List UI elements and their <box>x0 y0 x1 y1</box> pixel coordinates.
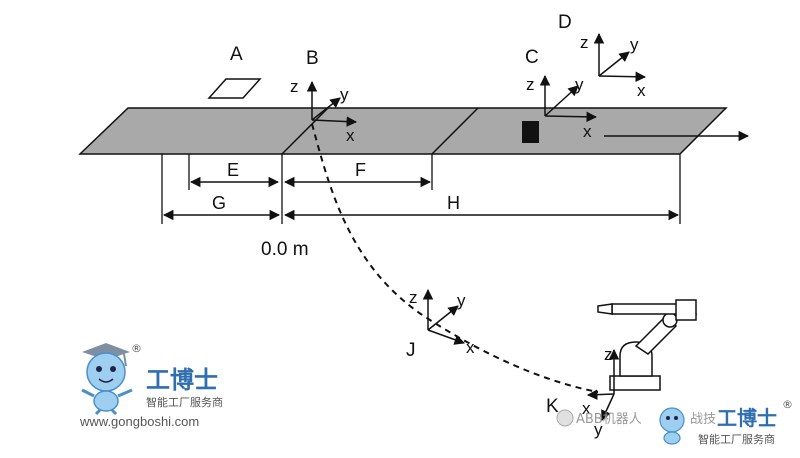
frame-c-y: y <box>575 75 584 94</box>
frame-c-x: x <box>583 122 592 141</box>
frame-j-y: y <box>457 291 466 310</box>
object-a-shape <box>207 78 262 99</box>
registered-mark: ® <box>131 342 142 355</box>
logo-subtitle-small: 智能工厂服务商 <box>698 432 775 446</box>
frame-c: z y x <box>526 74 598 141</box>
frame-j-z: z <box>409 288 418 307</box>
label-e: E <box>227 160 239 180</box>
label-f: F <box>355 160 366 180</box>
frame-k-z: z <box>604 345 613 364</box>
wechat-icon <box>556 409 574 427</box>
logo-text-small: 工博士 <box>717 406 777 430</box>
robot-icon <box>597 299 698 391</box>
registered-mark-small: ® <box>782 398 793 411</box>
belt-segment-divider <box>281 107 329 155</box>
label-a: A <box>230 44 243 65</box>
logo-text: 工博士 <box>146 366 218 394</box>
dimension-lines <box>161 154 681 224</box>
label-b: B <box>306 48 319 69</box>
frame-d-y: y <box>630 35 639 54</box>
conveyor-belt <box>78 107 750 155</box>
account-suffix: 战技 <box>690 412 716 427</box>
label-h: H <box>447 193 460 213</box>
label-d: D <box>558 12 572 33</box>
account-watermark: ABB机器人 战技 <box>556 409 716 427</box>
label-j: J <box>406 340 416 361</box>
origin-label: 0.0 m <box>261 239 309 260</box>
frame-b-z: z <box>290 77 299 96</box>
dashed-path <box>311 123 599 393</box>
mascot-icon <box>81 343 133 416</box>
gongboshi-logo-small: 工博士 智能工厂服务商 ® <box>659 398 793 446</box>
frame-k: z x y <box>582 345 620 439</box>
frame-j-x: x <box>466 338 475 357</box>
frame-c-z: z <box>526 75 535 94</box>
gongboshi-logo: ® 工博士 智能工厂服务商 www.gongboshi.com <box>79 342 223 429</box>
frame-j: z y x <box>409 288 475 357</box>
label-g: G <box>212 193 226 213</box>
account-name: ABB机器人 <box>576 412 642 427</box>
workpiece-block <box>522 121 539 143</box>
frame-b-x: x <box>346 126 355 145</box>
frame-d: z y x <box>580 32 647 100</box>
frame-b-y: y <box>340 85 349 104</box>
label-c: C <box>525 47 539 68</box>
frame-k-y: y <box>594 420 603 439</box>
belt-segment-divider <box>431 107 479 155</box>
logo-url: www.gongboshi.com <box>79 414 199 429</box>
frame-b: z y x <box>290 77 358 145</box>
frame-d-x: x <box>637 81 646 100</box>
label-k: K <box>546 396 559 417</box>
frame-d-z: z <box>580 33 589 52</box>
logo-subtitle: 智能工厂服务商 <box>146 395 223 409</box>
frame-k-x: x <box>582 399 591 418</box>
mascot-icon <box>659 407 685 445</box>
